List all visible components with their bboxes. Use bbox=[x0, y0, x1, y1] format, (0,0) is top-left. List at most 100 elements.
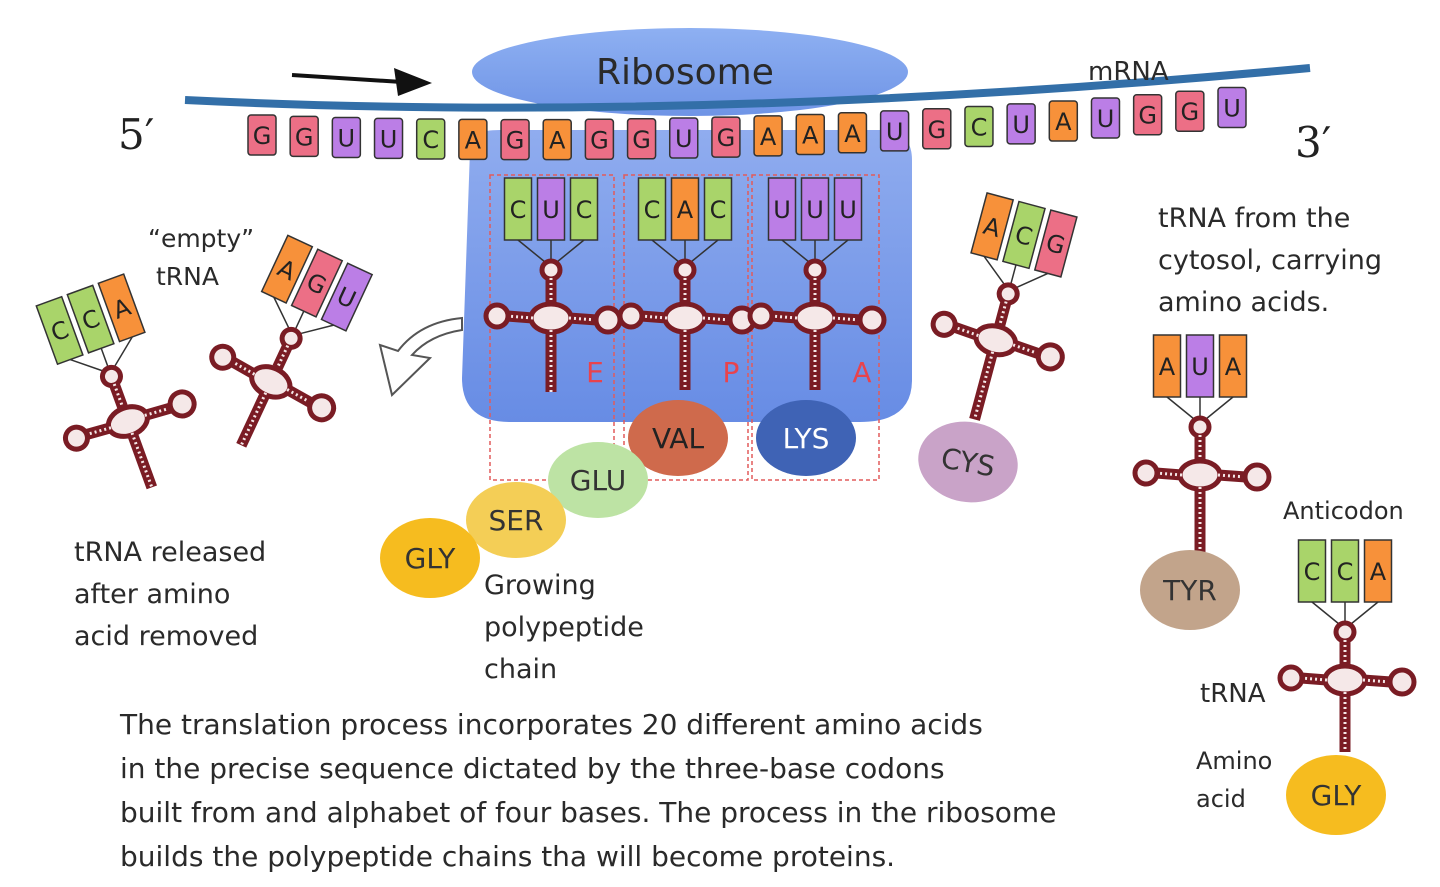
anticodon-label: Anticodon bbox=[1283, 497, 1404, 525]
svg-text:SER: SER bbox=[489, 504, 544, 537]
svg-text:U: U bbox=[1012, 111, 1030, 139]
svg-text:U: U bbox=[380, 125, 398, 153]
svg-text:U: U bbox=[886, 118, 904, 146]
mrna-base: U bbox=[668, 117, 699, 159]
anticodon-base: C bbox=[35, 295, 84, 366]
caption-line: built from and alphabet of four bases. T… bbox=[120, 796, 1057, 829]
mrna-base: G bbox=[1175, 90, 1205, 132]
svg-text:A: A bbox=[844, 120, 861, 148]
svg-text:A: A bbox=[1159, 353, 1176, 381]
amino-acid-ser: SER bbox=[466, 482, 566, 558]
mrna-base: G bbox=[289, 115, 319, 158]
svg-text:G: G bbox=[1181, 98, 1200, 126]
svg-text:U: U bbox=[1223, 95, 1241, 123]
svg-text:U: U bbox=[839, 196, 857, 224]
mrna-base: U bbox=[879, 110, 910, 152]
trna-label: tRNA bbox=[1200, 679, 1266, 709]
anticodon-base: C bbox=[503, 177, 533, 241]
svg-text:A: A bbox=[1055, 108, 1072, 136]
anticodon-base: U bbox=[800, 177, 830, 241]
mrna-base: C bbox=[415, 118, 446, 160]
svg-text:VAL: VAL bbox=[652, 422, 705, 455]
svg-text:A: A bbox=[549, 127, 566, 155]
caption-line: The translation process incorporates 20 … bbox=[120, 708, 983, 741]
svg-text:G: G bbox=[1138, 102, 1157, 130]
svg-text:C: C bbox=[971, 113, 988, 141]
svg-text:G: G bbox=[590, 126, 609, 154]
released-label: tRNA released after amino acid removed bbox=[74, 537, 267, 652]
svg-text:GLY: GLY bbox=[405, 542, 457, 575]
svg-text:U: U bbox=[675, 125, 693, 153]
svg-text:C: C bbox=[1337, 558, 1354, 586]
svg-text:G: G bbox=[717, 124, 736, 152]
svg-text:G: G bbox=[927, 116, 946, 144]
svg-text:C: C bbox=[710, 196, 727, 224]
svg-text:U: U bbox=[1097, 105, 1115, 133]
mrna-base: A bbox=[1048, 100, 1079, 142]
mrna-base: U bbox=[331, 116, 362, 159]
mrna-base: A bbox=[837, 112, 868, 154]
mrna-base: A bbox=[458, 118, 488, 161]
mrna-base: A bbox=[795, 113, 826, 156]
anticodon-base: U bbox=[1185, 334, 1215, 398]
mrna-base: A bbox=[542, 118, 572, 161]
svg-text:U: U bbox=[542, 196, 560, 224]
anticodon-base: A bbox=[670, 177, 700, 241]
amino-acid-glu: GLU bbox=[548, 442, 648, 518]
svg-text:A: A bbox=[760, 123, 777, 151]
anticodon-base: C bbox=[637, 177, 667, 241]
svg-text:U: U bbox=[773, 196, 791, 224]
site-label: E bbox=[586, 356, 604, 389]
mrna-strand bbox=[184, 64, 1311, 112]
svg-text:A: A bbox=[802, 121, 819, 149]
anticodon-base: G bbox=[290, 248, 344, 318]
mrna-base: G bbox=[711, 116, 741, 158]
anticodon-base: A bbox=[1218, 334, 1248, 398]
mrna-base: A bbox=[753, 115, 783, 157]
anticodon-base: C bbox=[703, 177, 733, 241]
amino-acid-label: Amino acid bbox=[1196, 747, 1273, 813]
caption: The translation process incorporates 20 … bbox=[120, 703, 1140, 879]
mrna-base: C bbox=[964, 105, 994, 148]
caption-line: in the precise sequence dictated by the … bbox=[120, 752, 945, 785]
svg-text:G: G bbox=[253, 122, 272, 150]
amino-acid-gly: GLY bbox=[380, 518, 480, 598]
svg-text:C: C bbox=[510, 196, 527, 224]
svg-text:GLY: GLY bbox=[1311, 779, 1363, 812]
anticodon-base: A bbox=[97, 273, 146, 343]
site-box bbox=[751, 174, 880, 481]
svg-text:G: G bbox=[506, 127, 525, 155]
svg-text:A: A bbox=[980, 212, 1004, 243]
svg-text:C: C bbox=[1012, 220, 1035, 251]
site-label: A bbox=[852, 356, 871, 389]
svg-text:C: C bbox=[1304, 558, 1321, 586]
direction-arrow-icon bbox=[291, 68, 432, 96]
ribosome-small-subunit bbox=[472, 28, 908, 116]
svg-text:C: C bbox=[422, 126, 439, 154]
mrna-base: G bbox=[247, 114, 277, 156]
mrna-base: U bbox=[1090, 97, 1121, 139]
mrna-base: G bbox=[1132, 93, 1163, 136]
anticodon-base: U bbox=[767, 177, 797, 241]
anticodon-base: A bbox=[970, 192, 1015, 261]
anticodon-base: C bbox=[1330, 539, 1360, 603]
anticodon-base: U bbox=[833, 177, 863, 241]
svg-text:G: G bbox=[632, 126, 651, 154]
growing-chain-label: Growing polypeptide chain bbox=[484, 570, 644, 685]
anticodon-base: U bbox=[536, 177, 566, 241]
anticodon-base: C bbox=[569, 177, 599, 241]
cytosol-label: tRNA from the cytosol, carrying amino ac… bbox=[1158, 203, 1383, 318]
anticodon-base: C bbox=[1001, 200, 1046, 270]
mrna-base: G bbox=[922, 108, 952, 150]
svg-text:TYR: TYR bbox=[1162, 574, 1217, 607]
